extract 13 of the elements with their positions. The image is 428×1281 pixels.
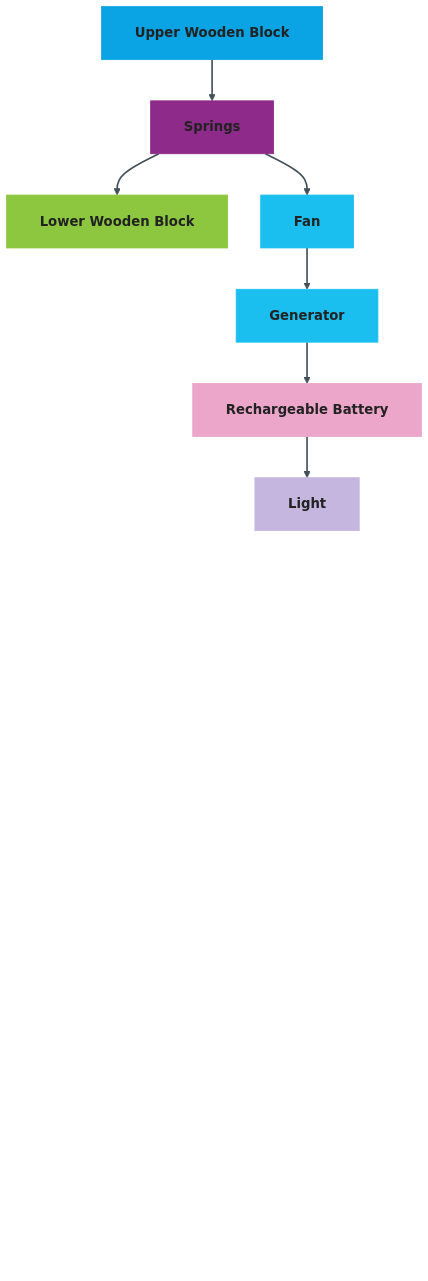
- node-box: Generator: [235, 288, 379, 343]
- arrow: [303, 247, 311, 290]
- node-box: Upper Wooden Block: [101, 6, 323, 60]
- node-box: Springs: [150, 100, 274, 155]
- node-box: Light: [254, 477, 360, 532]
- arrow: [303, 435, 311, 479]
- node-box: Fan: [260, 194, 354, 249]
- arrow: [303, 341, 311, 384]
- arrow: [113, 152, 160, 196]
- arrow: [264, 152, 311, 196]
- arrow: [208, 58, 216, 102]
- node-box: Rechargeable Battery: [192, 383, 422, 437]
- node-box: Lower Wooden Block: [6, 194, 229, 249]
